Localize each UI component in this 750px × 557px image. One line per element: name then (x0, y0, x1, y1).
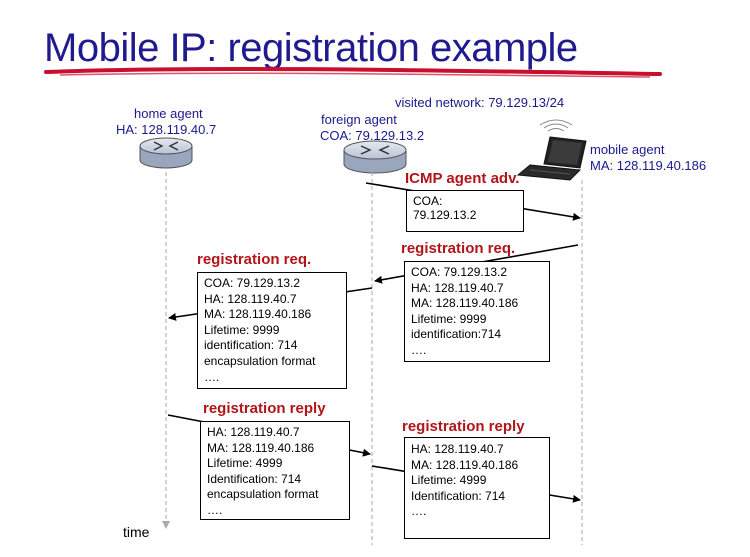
message-line: HA: 128.119.40.7 (207, 425, 300, 439)
title-underline (44, 66, 662, 76)
message-line: Lifetime: 9999 (411, 311, 487, 326)
slide-title: Mobile IP: registration example (44, 26, 578, 70)
message-line: …. (411, 342, 427, 357)
message-line: HA: 128.119.40.7 (204, 291, 297, 306)
message-line: Identification: 714 (411, 488, 506, 503)
req-to-home-label: registration req. (197, 251, 312, 268)
message-line: identification:714 (411, 327, 502, 342)
reply-to-foreign-label: registration reply (203, 400, 326, 417)
message-line: …. (204, 369, 220, 384)
message-line: …. (413, 222, 429, 232)
message-line: MA: 128.119.40.186 (411, 296, 519, 311)
icmp-adv-label: ICMP agent adv. (405, 170, 520, 187)
message-line: Lifetime: 4999 (207, 456, 283, 471)
home-agent-name: home agent (134, 106, 203, 121)
message-line: identification: 714 (204, 338, 298, 353)
home-router-icon (139, 137, 193, 169)
message-line: COA: 79.129.13.2 (204, 276, 301, 290)
time-axis-label: time (123, 524, 150, 540)
req-to-home-box: COA: 79.129.13.2 HA: 128.119.40.7 MA: 12… (197, 272, 347, 389)
message-line: …. (207, 502, 223, 517)
home-agent-address: HA: 128.119.40.7 (116, 122, 217, 137)
foreign-agent-name: foreign agent (321, 112, 397, 127)
req-to-foreign-label: registration req. (401, 240, 516, 257)
req-to-foreign-box: COA: 79.129.13.2 HA: 128.119.40.7 MA: 12… (404, 261, 550, 362)
reply-to-foreign-box: HA: 128.119.40.7 MA: 128.119.40.186 Life… (200, 421, 350, 520)
laptop-icon (516, 119, 587, 181)
message-line: MA: 128.119.40.186 (204, 307, 312, 322)
mobile-agent-address: MA: 128.119.40.186 (590, 158, 707, 173)
message-line: MA: 128.119.40.186 (411, 457, 519, 472)
message-line: MA: 128.119.40.186 (207, 440, 315, 455)
reply-to-mobile-box: HA: 128.119.40.7 MA: 128.119.40.186 Life… (404, 437, 550, 539)
foreign-router-icon (343, 140, 407, 174)
message-line: COA: (413, 194, 443, 208)
message-line: encapsulation format (207, 487, 319, 502)
message-line: …. (411, 504, 427, 519)
message-line: Lifetime: 4999 (411, 473, 487, 488)
icmp-adv-box: COA: 79.129.13.2 …. (406, 190, 524, 232)
message-line: Identification: 714 (207, 471, 302, 486)
message-line: 79.129.13.2 (413, 208, 477, 222)
message-line: HA: 128.119.40.7 (411, 280, 504, 295)
message-line: HA: 128.119.40.7 (411, 442, 504, 456)
message-line: encapsulation format (204, 353, 316, 368)
message-line: COA: 79.129.13.2 (411, 265, 508, 279)
message-line: Lifetime: 9999 (204, 322, 280, 337)
foreign-agent-address: COA: 79.129.13.2 (320, 128, 425, 143)
visited-network-label: visited network: 79.129.13/24 (395, 95, 565, 110)
reply-to-mobile-label: registration reply (402, 418, 525, 435)
mobile-agent-name: mobile agent (590, 142, 665, 157)
